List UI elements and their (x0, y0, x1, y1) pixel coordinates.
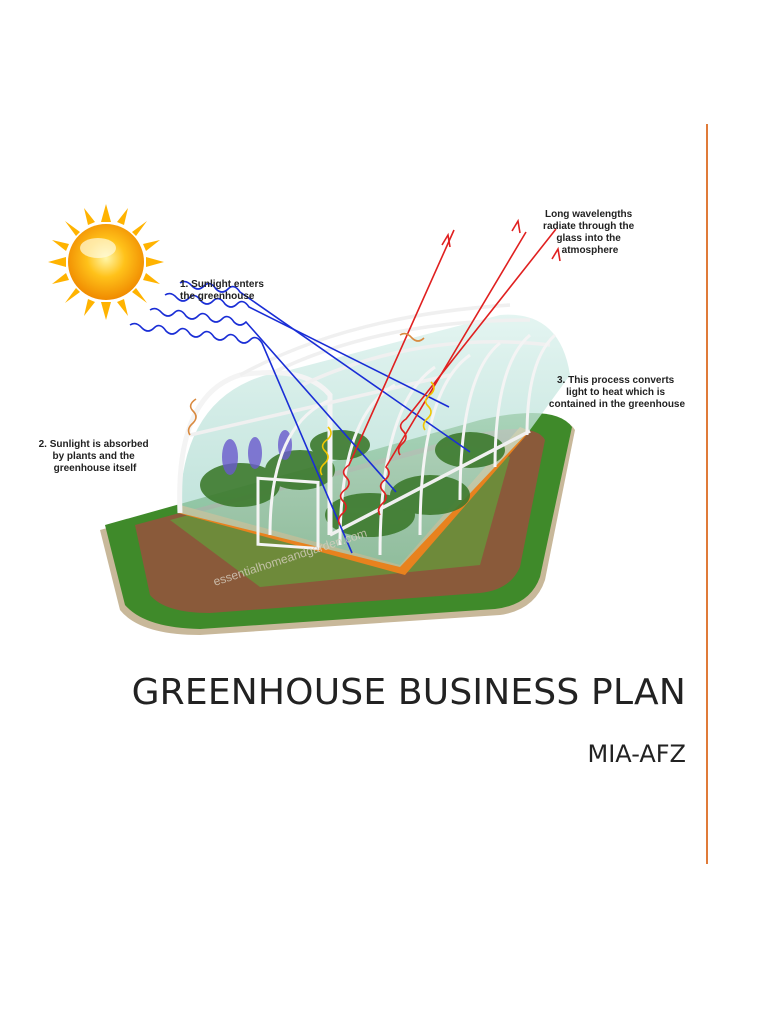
label-converts: 3. This process converts light to heat w… (549, 375, 686, 410)
long-wavelength-rays (337, 218, 561, 526)
accent-vertical-line (706, 124, 708, 864)
label-long-wavelengths: Long wavelengths radiate through the gla… (543, 209, 637, 256)
document-title: GREENHOUSE BUSINESS PLAN (131, 672, 686, 713)
sun-icon (48, 204, 164, 320)
label-sunlight-enters: 1. Sunlight enters the greenhouse (180, 279, 267, 302)
sunlight-rays (129, 280, 471, 554)
greenhouse-effect-illustration: 1. Sunlight enters the greenhouse 2. Sun… (39, 204, 685, 635)
label-absorbed: 2. Sunlight is absorbed by plants and th… (39, 439, 152, 474)
heat-rays (187, 332, 435, 476)
document-subtitle: MIA-AFZ (587, 740, 686, 768)
